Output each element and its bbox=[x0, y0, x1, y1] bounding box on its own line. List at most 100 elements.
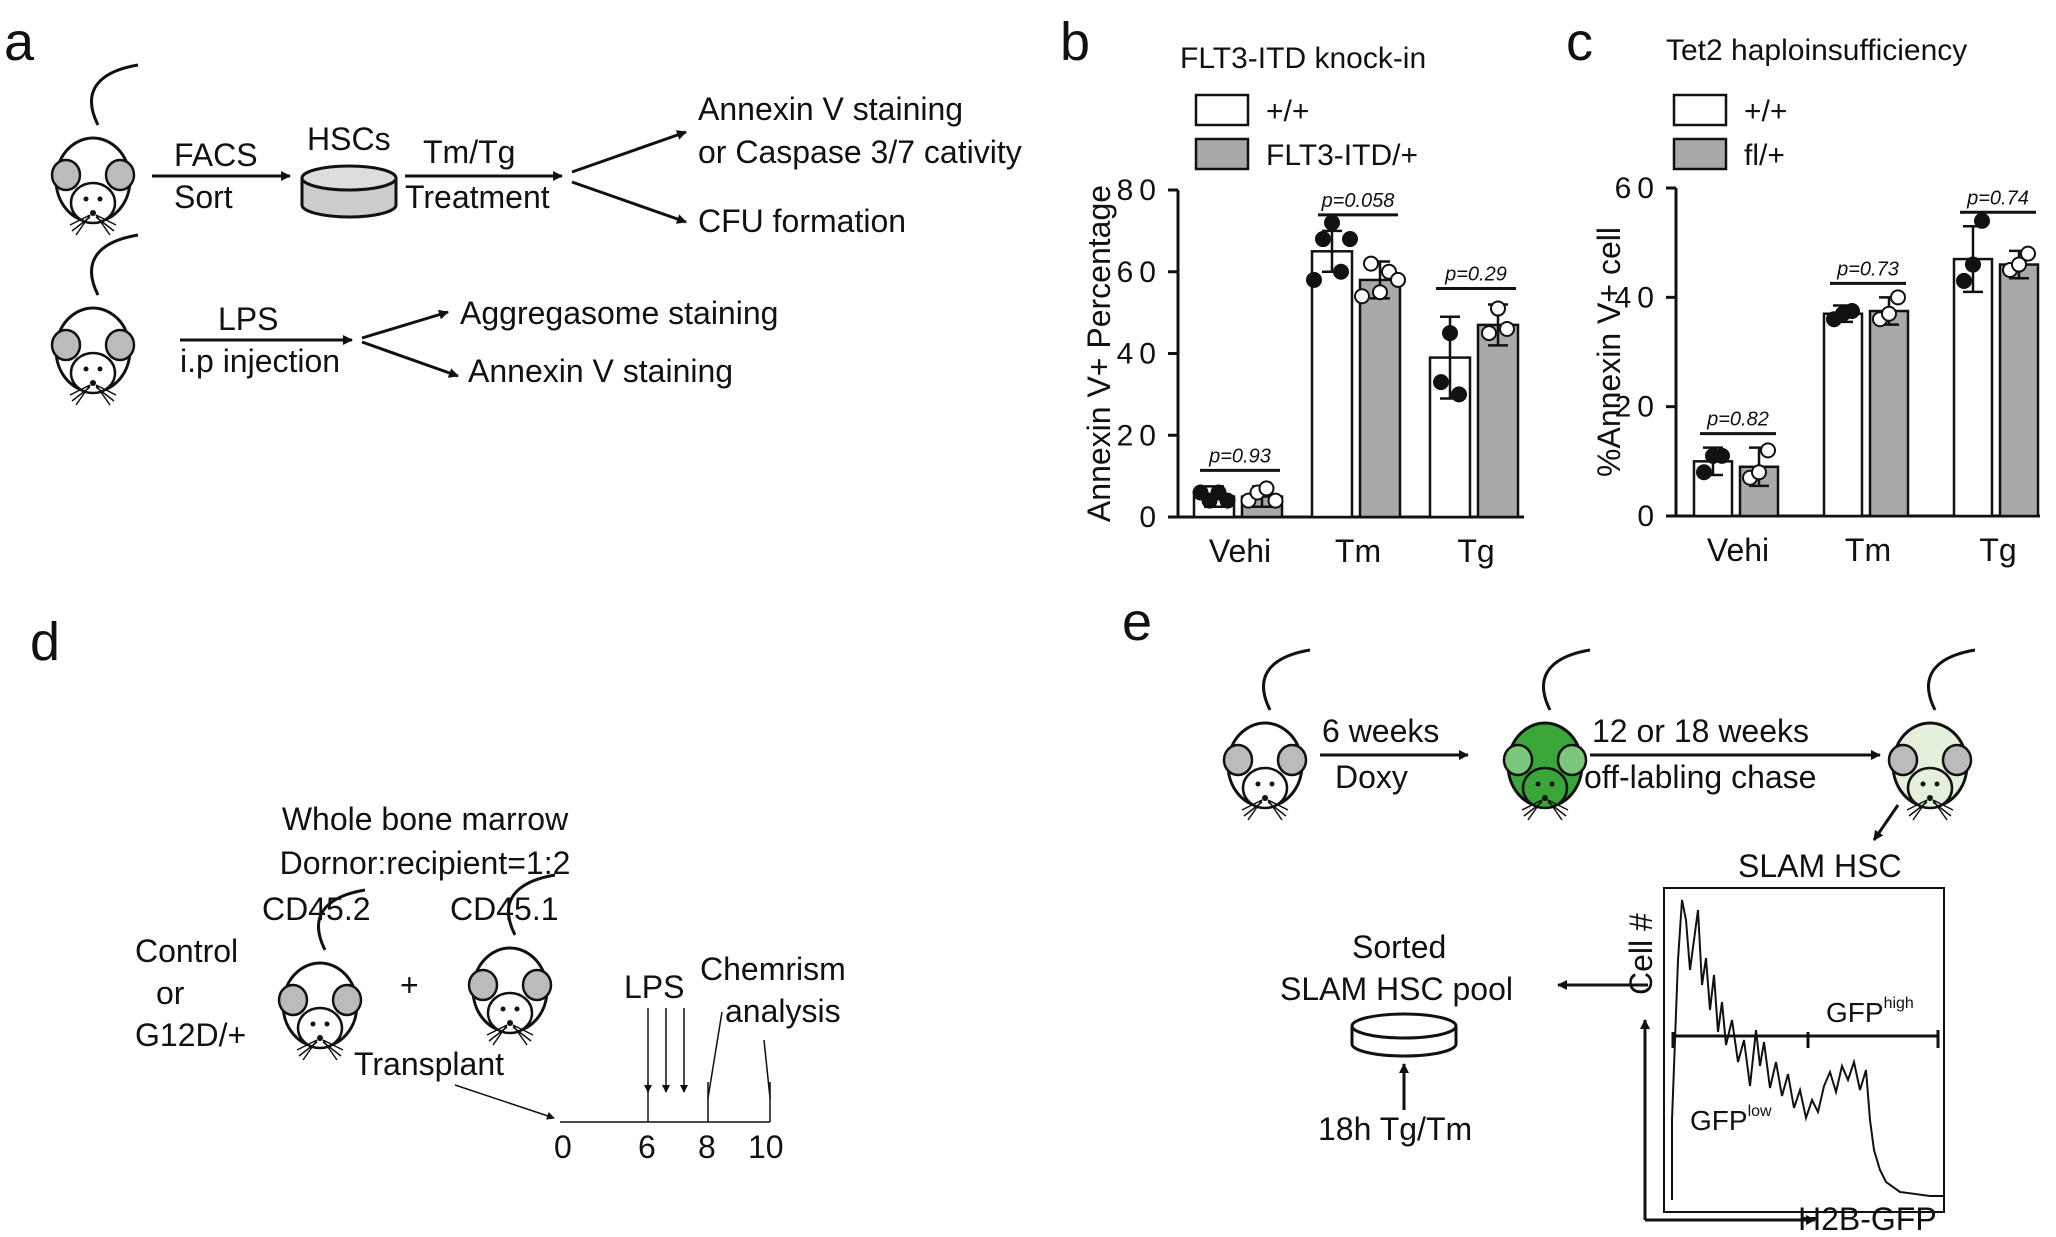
p-value-label: p=0.82 bbox=[1706, 409, 1769, 431]
y-tick-label: 20 bbox=[1615, 391, 1660, 424]
data-point bbox=[1324, 214, 1340, 231]
transplant-label: Transplant bbox=[354, 1046, 504, 1082]
p-value-label: p=0.73 bbox=[1836, 258, 1899, 280]
arrow bbox=[361, 309, 449, 340]
data-point bbox=[1306, 271, 1322, 288]
x-tick-label: Tg bbox=[1457, 533, 1494, 569]
data-point bbox=[1881, 305, 1897, 322]
bar bbox=[1868, 309, 1910, 518]
chart-b: FLT3-ITD knock-in+/+FLT3-ITD/+020406080A… bbox=[1081, 42, 1524, 569]
outcome-cfu: CFU formation bbox=[698, 203, 906, 239]
pool-label: SLAM HSC pool bbox=[1280, 971, 1513, 1007]
chart-c: Tet2 haploinsufficiency+/+fl/+0204060%An… bbox=[1591, 34, 2040, 568]
data-point bbox=[1433, 374, 1449, 391]
data-point bbox=[1499, 320, 1515, 337]
bar bbox=[1358, 278, 1402, 519]
chase-label: off-labling chase bbox=[1584, 759, 1816, 795]
gfp-high-text: GFP bbox=[1826, 997, 1884, 1028]
mouse-icon bbox=[50, 233, 140, 407]
data-point bbox=[1844, 303, 1860, 319]
data-point bbox=[1267, 492, 1284, 509]
y-tick-label: 0 bbox=[1139, 501, 1162, 534]
gfp-high-label: GFPhigh bbox=[1826, 995, 1914, 1028]
x-tick-label: Tg bbox=[1979, 532, 2016, 568]
g12d-label: G12D/+ bbox=[135, 1017, 246, 1053]
control-label: Control bbox=[135, 933, 238, 969]
outcome-annexin: Annexin V staining bbox=[698, 91, 963, 127]
data-point bbox=[2011, 256, 2027, 273]
facs-label: FACS bbox=[174, 137, 258, 173]
time-0: 0 bbox=[554, 1129, 572, 1165]
dish-icon bbox=[300, 164, 398, 219]
panel-label-b: b bbox=[1060, 12, 1090, 72]
p-value-label: p=0.74 bbox=[1966, 187, 2029, 209]
legend-swatch bbox=[1194, 93, 1250, 127]
data-point bbox=[1714, 447, 1730, 464]
slam-hsc-label: SLAM HSC bbox=[1738, 848, 1902, 884]
mouse-icon bbox=[1222, 648, 1312, 822]
outcome-caspase: or Caspase 3/7 cativity bbox=[698, 134, 1022, 170]
gfp-high-sup: high bbox=[1884, 995, 1914, 1012]
data-point bbox=[1390, 271, 1406, 288]
data-point bbox=[1974, 212, 1990, 229]
panel-d: d Whole bone marrow Dornor:recipient=1:2… bbox=[30, 612, 846, 1165]
bar bbox=[1476, 323, 1520, 519]
sort-label: Sort bbox=[174, 179, 233, 215]
data-point bbox=[1315, 231, 1331, 248]
data-point bbox=[1363, 255, 1379, 272]
legend-swatch bbox=[1194, 137, 1250, 171]
data-point bbox=[1481, 325, 1497, 342]
x-tick-label: Tm bbox=[1845, 532, 1891, 568]
bar bbox=[1952, 257, 1994, 518]
six-weeks-label: 6 weeks bbox=[1322, 713, 1439, 749]
gfp-low-text: GFP bbox=[1690, 1105, 1748, 1136]
bar bbox=[1998, 263, 2040, 518]
panel-label-a: a bbox=[4, 12, 35, 72]
outcome-aggregasome: Aggregasome staining bbox=[460, 295, 778, 331]
x-tick-label: Vehi bbox=[1209, 533, 1271, 569]
data-point bbox=[1451, 386, 1467, 403]
legend-label: +/+ bbox=[1266, 95, 1309, 128]
x-tick-label: Vehi bbox=[1707, 532, 1769, 568]
labeled-mouse-icon bbox=[1502, 648, 1592, 822]
bar bbox=[1822, 312, 1864, 518]
y-tick-label: 60 bbox=[1615, 172, 1660, 205]
y-tick-label: 60 bbox=[1117, 256, 1162, 289]
data-point bbox=[1751, 464, 1767, 481]
panel-label-d: d bbox=[30, 612, 60, 672]
gfp-low-label: GFPlow bbox=[1690, 1103, 1772, 1136]
dish-icon bbox=[1350, 1012, 1458, 1058]
treatment-label: Treatment bbox=[405, 179, 550, 215]
y-axis-label: %Annexin V+ cell bbox=[1591, 227, 1627, 477]
data-point bbox=[1372, 284, 1388, 301]
outcome-annexin-2: Annexin V staining bbox=[468, 353, 733, 389]
p-value-label: p=0.058 bbox=[1321, 190, 1395, 212]
data-point bbox=[1956, 272, 1972, 289]
y-tick-label: 20 bbox=[1117, 419, 1162, 452]
data-point bbox=[1354, 288, 1370, 305]
lps-label: LPS bbox=[624, 969, 684, 1005]
data-point bbox=[1342, 231, 1358, 248]
tmtg-label: Tm/Tg bbox=[423, 134, 515, 170]
treatment-label: 18h Tg/Tm bbox=[1318, 1111, 1472, 1147]
analysis-label: analysis bbox=[725, 993, 841, 1029]
mouse-icon bbox=[50, 63, 140, 237]
bar bbox=[1310, 250, 1354, 519]
cd451-label: CD45.1 bbox=[450, 891, 559, 927]
chart-title: FLT3-ITD knock-in bbox=[1180, 42, 1426, 75]
x-tick-label: Tm bbox=[1335, 533, 1381, 569]
cd452-label: CD45.2 bbox=[262, 891, 371, 927]
or-label: or bbox=[156, 975, 185, 1011]
doxy-label: Doxy bbox=[1335, 759, 1408, 795]
ip-label: i.p injection bbox=[180, 343, 340, 379]
data-point bbox=[1490, 300, 1506, 317]
legend-swatch bbox=[1672, 93, 1728, 127]
data-point bbox=[1258, 480, 1275, 497]
data-point bbox=[1696, 464, 1712, 481]
data-point bbox=[1890, 289, 1906, 306]
legend-swatch bbox=[1672, 137, 1728, 171]
chased-mouse-icon bbox=[1887, 648, 1977, 822]
panel-label-e: e bbox=[1122, 592, 1152, 652]
